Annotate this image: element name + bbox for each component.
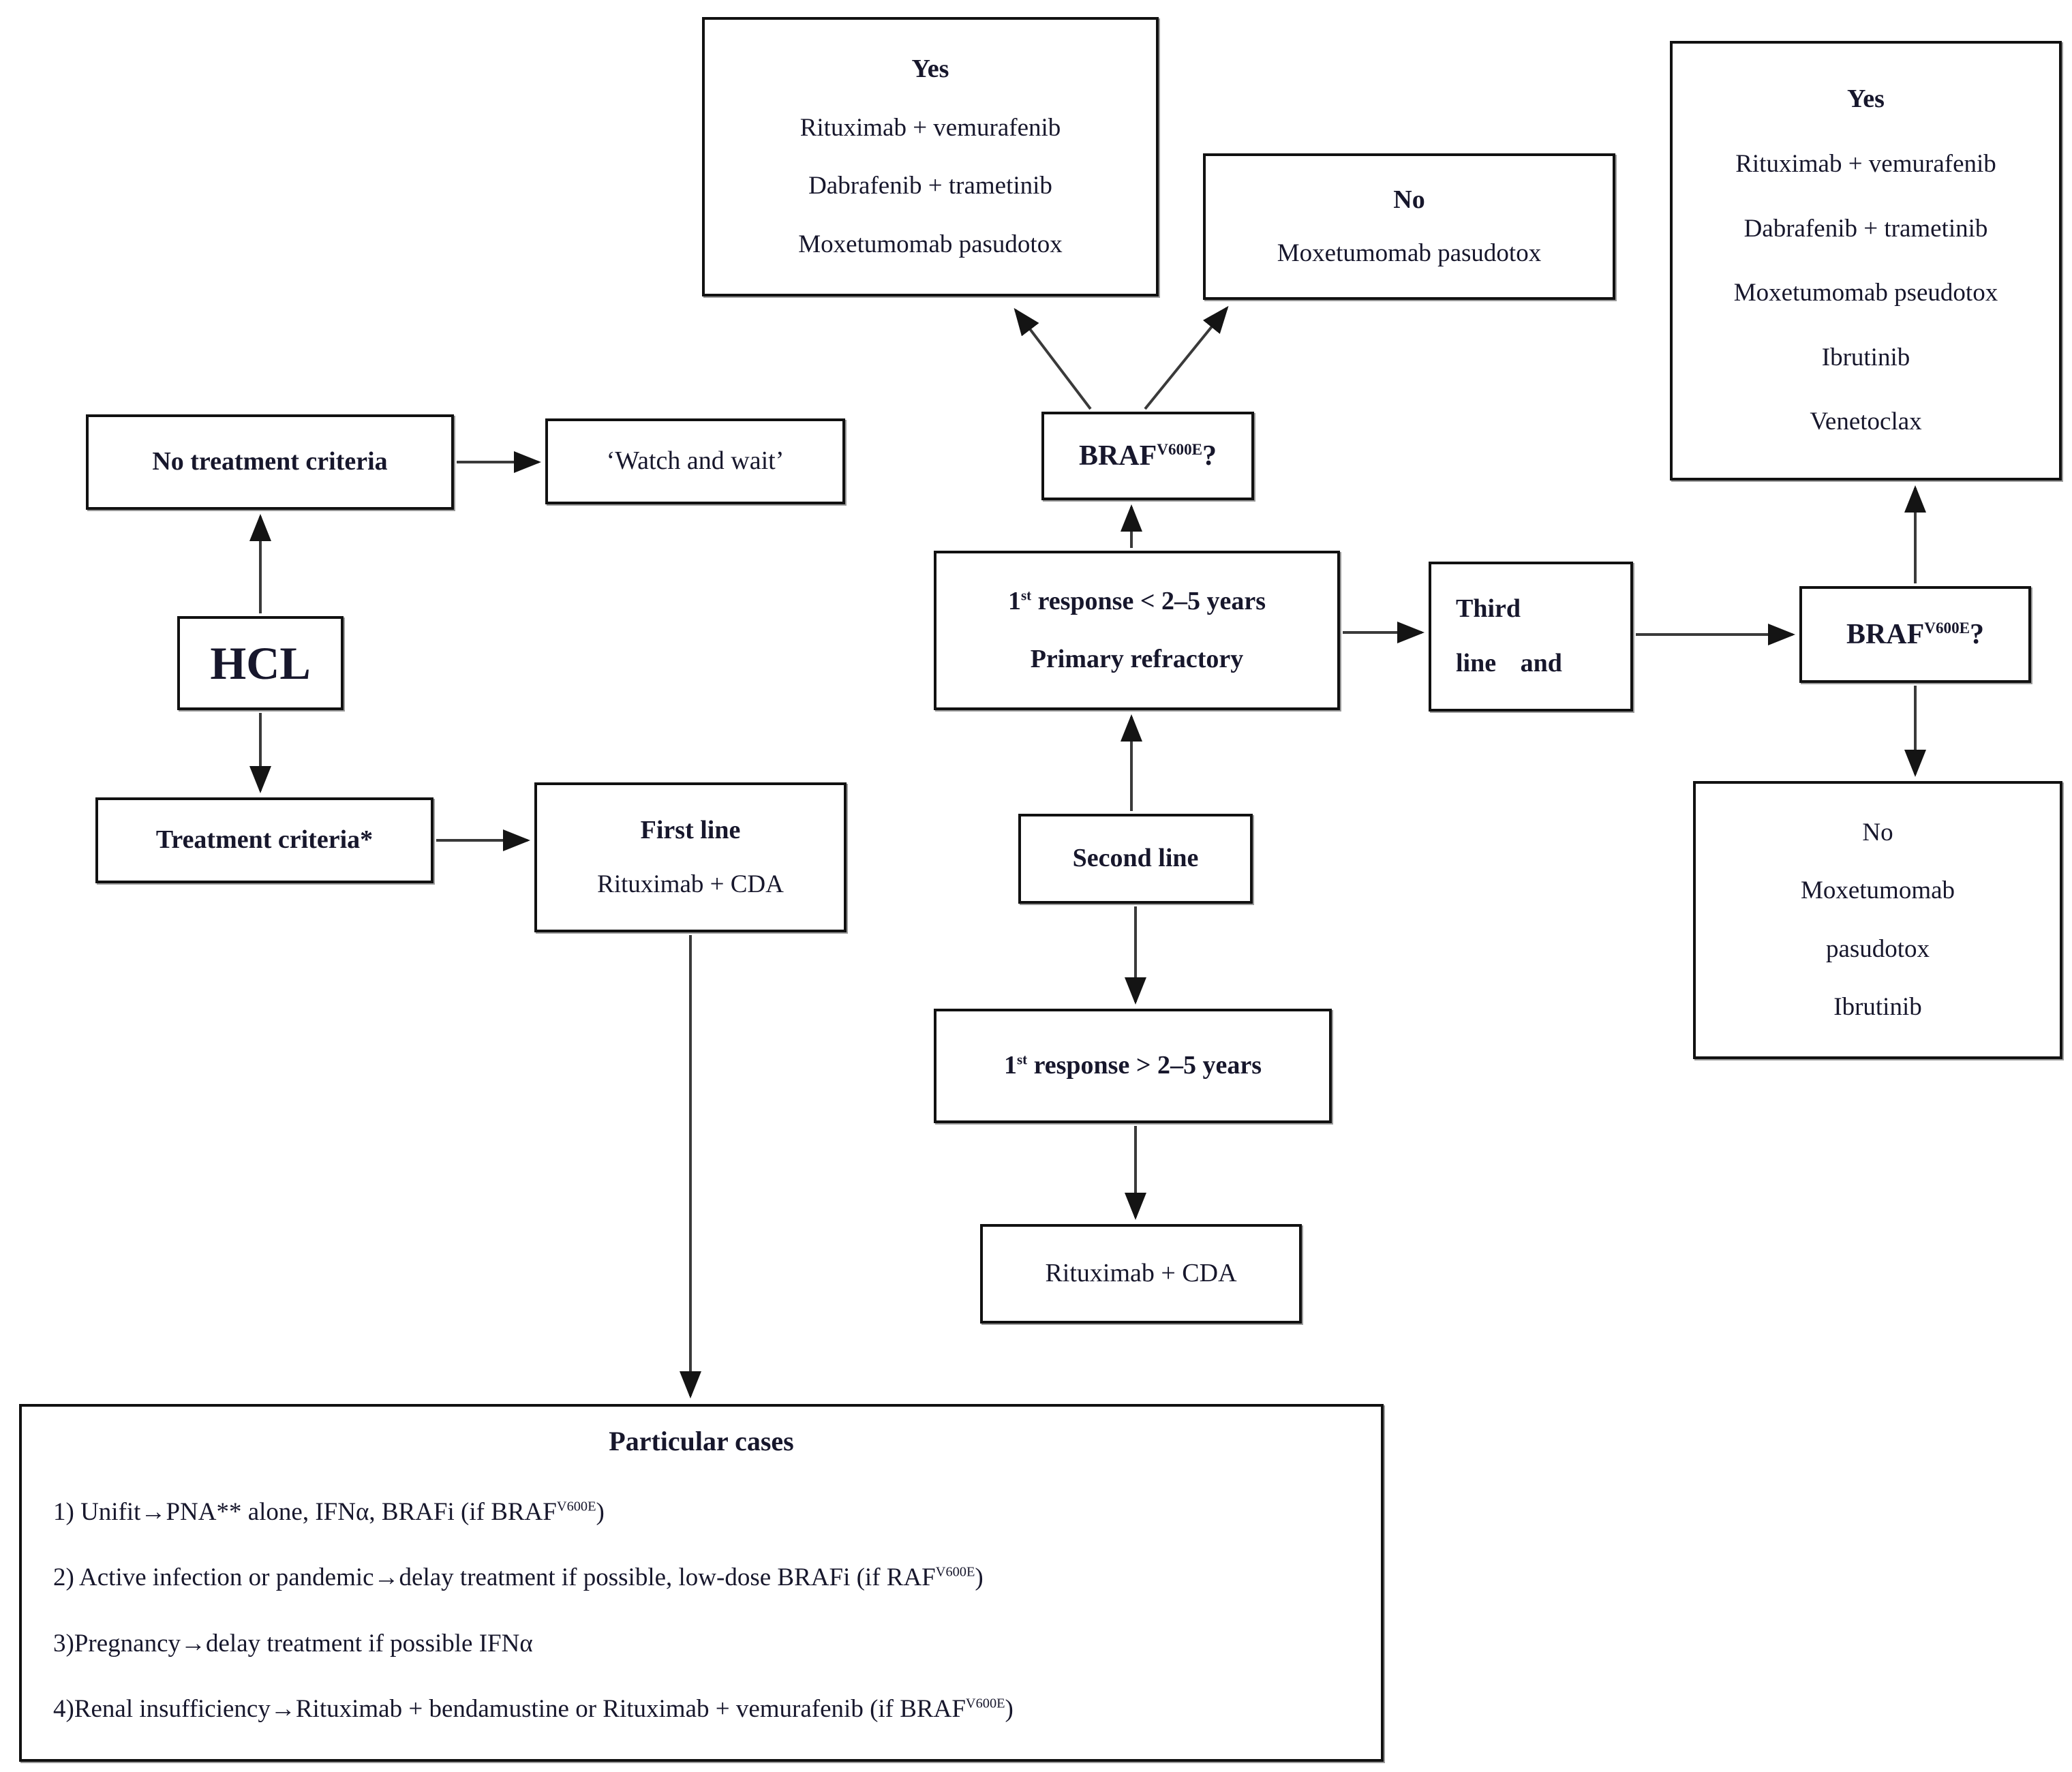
braf-question: ? bbox=[1202, 440, 1217, 472]
resp-sup: st bbox=[1016, 1051, 1028, 1068]
node-first-response-lt: 1st response < 2–5 years Primary refract… bbox=[934, 551, 1340, 710]
braf-sup: V600E bbox=[1157, 440, 1203, 458]
node-title: Yes bbox=[911, 55, 949, 84]
node-line: Ibrutinib bbox=[1821, 343, 1910, 371]
node-title: Yes bbox=[1847, 85, 1885, 114]
node-line: Moxetumomab pasudotox bbox=[1277, 239, 1542, 267]
node-title: No bbox=[1393, 185, 1425, 215]
resp-num: 1 bbox=[1007, 587, 1021, 615]
node-first-response-gt: 1st response > 2–5 years bbox=[934, 1009, 1332, 1123]
node-line: 1st response < 2–5 years bbox=[1008, 585, 1266, 618]
node-line: Third bbox=[1456, 594, 1521, 624]
node-right-yes: Yes Rituximab + vemurafenib Dabrafenib +… bbox=[1670, 41, 2062, 480]
node-line: Moxetumomab bbox=[1800, 876, 1955, 905]
node-label: BRAFV600E? bbox=[1846, 617, 1984, 653]
particular-cases-title: Particular cases bbox=[609, 1426, 794, 1456]
node-label: Treatment criteria* bbox=[155, 825, 374, 855]
node-first-line: First line Rituximab + CDA bbox=[534, 782, 847, 932]
particular-case-item: 4)Renal insufficiency→Rituximab + bendam… bbox=[53, 1694, 1014, 1725]
particular-case-item: 1) Unifit→PNA** alone, IFNα, BRAFi (if B… bbox=[53, 1497, 605, 1528]
node-braf-center: BRAFV600E? bbox=[1041, 412, 1254, 500]
particular-case-item: 2) Active infection or pandemic→delay tr… bbox=[53, 1562, 984, 1593]
item-text: 2) Active infection or pandemic→delay tr… bbox=[53, 1563, 936, 1592]
resp-sup: st bbox=[1020, 587, 1032, 604]
node-treatment-criteria: Treatment criteria* bbox=[95, 797, 433, 883]
item-text: 4)Renal insufficiency→Rituximab + bendam… bbox=[53, 1694, 966, 1723]
braf-sup: V600E bbox=[1924, 618, 1970, 637]
node-line: Rituximab + vemurafenib bbox=[1735, 150, 1996, 179]
node-top-no: No Moxetumomab pasudotox bbox=[1203, 153, 1615, 300]
node-line: Rituximab + CDA bbox=[597, 870, 784, 898]
braf-base: BRAF bbox=[1078, 440, 1157, 472]
braf-base: BRAF bbox=[1846, 618, 1925, 650]
arrow-braf-center-to-top-no bbox=[1144, 305, 1229, 410]
node-label: Rituximab + CDA bbox=[1045, 1259, 1237, 1288]
node-rituximab-cda: Rituximab + CDA bbox=[980, 1224, 1302, 1324]
particular-case-item: 3)Pregnancy→delay treatment if possible … bbox=[53, 1628, 533, 1660]
item-sup: V600E bbox=[935, 1564, 975, 1580]
node-hcl: HCL bbox=[177, 616, 344, 710]
resp-rest: response < 2–5 years bbox=[1031, 587, 1266, 615]
node-label: HCL bbox=[210, 637, 311, 689]
node-braf-right: BRAFV600E? bbox=[1799, 586, 2031, 683]
node-label: Second line bbox=[1072, 844, 1199, 873]
item-text: ) bbox=[1005, 1694, 1014, 1723]
item-text: 3)Pregnancy→delay treatment if possible … bbox=[53, 1629, 533, 1658]
node-line: Dabrafenib + trametinib bbox=[808, 172, 1052, 200]
item-sup: V600E bbox=[965, 1696, 1005, 1711]
item-sup: V600E bbox=[556, 1499, 596, 1514]
resp-num: 1 bbox=[1003, 1051, 1017, 1080]
node-right-no: No Moxetumomab pasudotox Ibrutinib bbox=[1693, 781, 2062, 1059]
node-top-yes: Yes Rituximab + vemurafenib Dabrafenib +… bbox=[702, 17, 1159, 296]
node-line: Ibrutinib bbox=[1833, 992, 1922, 1021]
node-second-line: Second line bbox=[1018, 814, 1253, 904]
node-particular-cases: Particular cases 1) Unifit→PNA** alone, … bbox=[19, 1404, 1384, 1762]
item-text: ) bbox=[596, 1498, 605, 1526]
resp-rest: response > 2–5 years bbox=[1027, 1051, 1262, 1080]
item-text: 1) Unifit→PNA** alone, IFNα, BRAFi (if B… bbox=[53, 1498, 557, 1526]
item-text: ) bbox=[975, 1563, 984, 1592]
node-line: Primary refractory bbox=[1030, 644, 1244, 673]
node-label: No treatment criteria bbox=[152, 447, 388, 476]
node-line: Dabrafenib + trametinib bbox=[1743, 214, 1988, 243]
node-no-treatment-criteria: No treatment criteria bbox=[86, 414, 454, 510]
node-line: pasudotox bbox=[1825, 934, 1930, 963]
node-line: Rituximab + vemurafenib bbox=[799, 113, 1061, 142]
node-line: No bbox=[1862, 819, 1893, 846]
node-third-line: Third line and bbox=[1429, 562, 1633, 712]
braf-question: ? bbox=[1970, 618, 1985, 650]
node-label: ‘Watch and wait’ bbox=[606, 446, 784, 476]
node-watch-and-wait: ‘Watch and wait’ bbox=[545, 418, 845, 504]
arrow-braf-center-to-top-yes bbox=[1014, 307, 1092, 410]
node-label: BRAFV600E? bbox=[1079, 438, 1217, 474]
node-line: line and bbox=[1456, 649, 1562, 678]
node-line: Venetoclax bbox=[1810, 408, 1922, 436]
node-title: First line bbox=[640, 815, 741, 844]
node-line: Moxetumomab pseudotox bbox=[1733, 279, 1998, 307]
node-line: Moxetumomab pasudotox bbox=[798, 230, 1063, 258]
node-label: 1st response > 2–5 years bbox=[1004, 1050, 1262, 1082]
